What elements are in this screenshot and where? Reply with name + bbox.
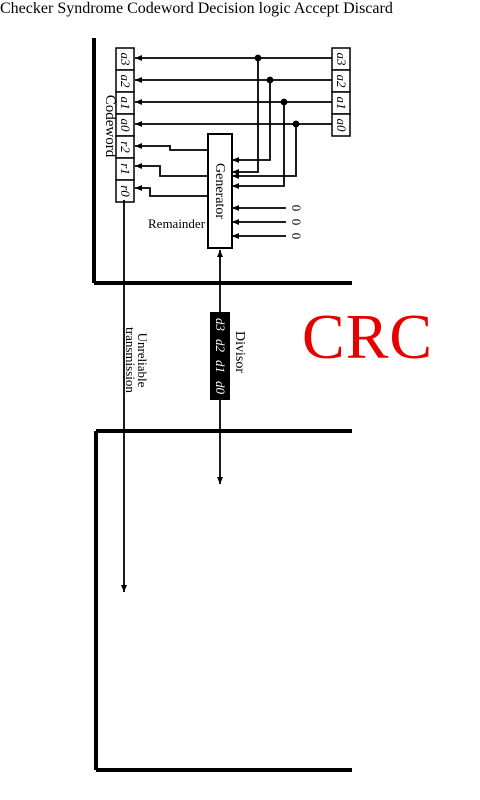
sender-codeword-cell-label: a2 bbox=[118, 75, 133, 89]
decision-label-line2: logic bbox=[258, 0, 291, 17]
decision-logic-block: Decision logic bbox=[198, 0, 294, 17]
divisor-register: d3 d2 d1 d0 bbox=[210, 312, 230, 400]
sender-frame bbox=[92, 38, 352, 285]
divisor-cell-label: d2 bbox=[213, 339, 228, 353]
receiver-codeword-label: Codeword bbox=[127, 0, 194, 17]
sender-dataword-cell: a2 bbox=[331, 69, 351, 93]
sender-codeword-cell-label: a1 bbox=[118, 97, 133, 110]
divisor-label: Divisor bbox=[232, 331, 247, 373]
checker-block: Checker bbox=[0, 0, 57, 17]
sender-dataword-cell: a0 bbox=[331, 113, 351, 137]
decision-label-line1: Decision bbox=[197, 0, 255, 17]
crc-title: CRC bbox=[302, 301, 434, 372]
generator-label: Generator bbox=[212, 163, 227, 219]
remainder-label: Remainder bbox=[148, 216, 206, 231]
sender-codeword-cell: r1 bbox=[115, 157, 135, 181]
channel-label-line1: Unreliable bbox=[135, 333, 150, 388]
sender-data-lines bbox=[121, 54, 332, 592]
checker-label: Checker bbox=[0, 0, 54, 17]
sender-codeword-cell: a1 bbox=[115, 91, 135, 115]
sender-dataword-cell-label: a1 bbox=[334, 97, 349, 110]
sender-codeword-cell-label: r2 bbox=[118, 141, 133, 153]
divisor-cell-label: d0 bbox=[213, 381, 228, 395]
generator-block: Generator bbox=[207, 133, 233, 249]
discard-label: Discard bbox=[343, 0, 393, 17]
sender-codeword-cell: r2 bbox=[115, 135, 135, 159]
zero-inputs: 0 0 0 bbox=[289, 205, 304, 240]
accept-label: Accept bbox=[293, 0, 340, 17]
sender-codeword-cell-label: r0 bbox=[118, 185, 133, 197]
zero-input-label: 0 bbox=[289, 219, 304, 226]
sender-codeword-cell-label: r1 bbox=[118, 163, 133, 175]
divisor-cell: d2 bbox=[210, 334, 230, 357]
sender-dataword-cell-label: a2 bbox=[334, 75, 349, 89]
syndrome-label: Syndrome bbox=[57, 0, 124, 17]
divisor-cell-label: d3 bbox=[213, 318, 228, 332]
sender-codeword-register: a3 a2 a1 a0 r2 r1 r0 bbox=[115, 47, 135, 203]
receiver-frame bbox=[94, 429, 352, 772]
sender-dataword-cell-label: a0 bbox=[334, 119, 349, 133]
divisor-cell: d0 bbox=[210, 376, 230, 399]
sender-codeword-cell: a3 bbox=[115, 47, 135, 71]
sender-codeword-cell: a2 bbox=[115, 69, 135, 93]
sender-dataword-cell-label: a3 bbox=[334, 53, 349, 67]
divisor-cell: d1 bbox=[210, 355, 230, 378]
divisor-cell-label: d1 bbox=[213, 360, 228, 373]
zero-input-label: 0 bbox=[289, 233, 304, 240]
sender-dataword-cell: a1 bbox=[331, 91, 351, 115]
sender-codeword-cell: r0 bbox=[115, 179, 135, 203]
sender-dataword-cell: a3 bbox=[331, 47, 351, 71]
sender-codeword-cell-label: a0 bbox=[118, 119, 133, 133]
sender-dataword-register: a3 a2 a1 a0 bbox=[331, 47, 351, 137]
channel-label-line2: transmission bbox=[123, 327, 138, 393]
zero-input-label: 0 bbox=[289, 205, 304, 212]
sender-codeword-label: Codeword bbox=[102, 95, 118, 158]
sender-codeword-cell-label: a3 bbox=[118, 53, 133, 67]
divisor-cell: d3 bbox=[210, 313, 230, 336]
